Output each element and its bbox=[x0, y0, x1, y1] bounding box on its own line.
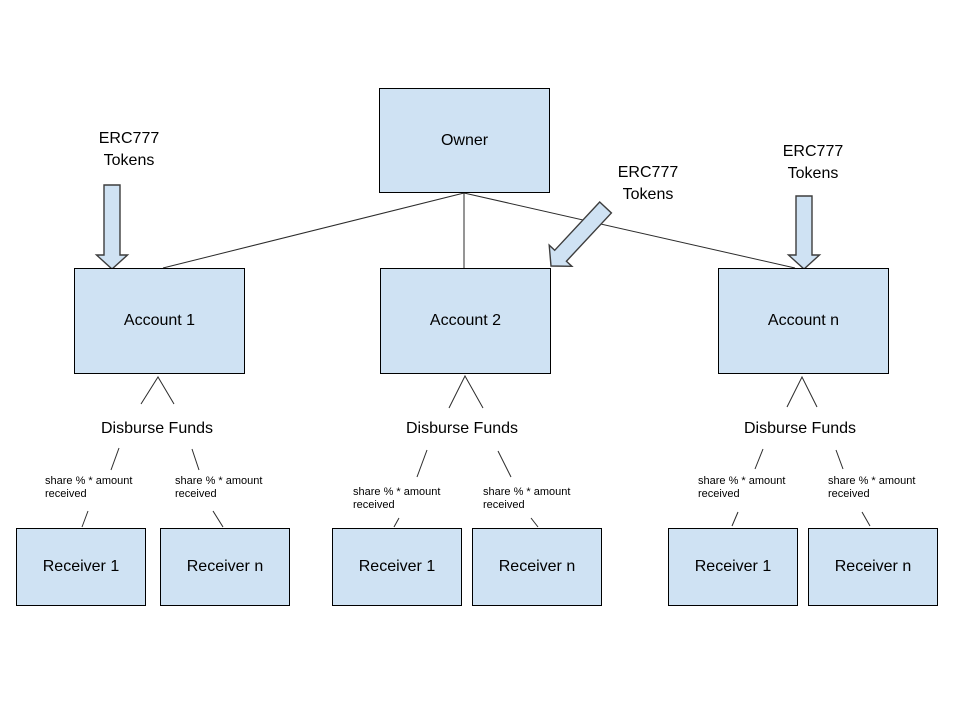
connector-disburse-share bbox=[835, 449, 844, 470]
connector-disburse-share bbox=[191, 448, 200, 471]
token-flow-arrow-left-icon bbox=[94, 184, 130, 270]
token-flow-arrow-right-icon bbox=[786, 195, 822, 270]
receiver-n-label: Receiver n bbox=[186, 558, 264, 575]
receiver-1-label: Receiver 1 bbox=[694, 558, 772, 575]
connector-owner-account1 bbox=[162, 192, 465, 269]
share-formula-label: share % * amount received bbox=[45, 475, 133, 500]
erc777-tokens-label-left: ERC777 Tokens bbox=[99, 128, 159, 172]
erc777-line2: Tokens bbox=[787, 165, 839, 182]
up-arrowhead-icon bbox=[786, 375, 818, 408]
erc777-line2: Tokens bbox=[622, 186, 674, 203]
erc777-tokens-label-middle: ERC777 Tokens bbox=[618, 162, 678, 206]
account-2-box: Account 2 bbox=[380, 268, 551, 374]
erc777-line1: ERC777 bbox=[617, 164, 679, 181]
receiver-1-box: Receiver 1 bbox=[668, 528, 798, 606]
account-1-box: Account 1 bbox=[74, 268, 245, 374]
account-2-label: Account 2 bbox=[429, 312, 502, 329]
connector-share-receiver bbox=[530, 517, 539, 528]
account-n-label: Account n bbox=[767, 312, 840, 329]
disburse-funds-label-3: Disburse Funds bbox=[743, 420, 857, 437]
disburse-funds-label-2: Disburse Funds bbox=[405, 420, 519, 437]
owner-box: Owner bbox=[379, 88, 550, 193]
erc777-line2: Tokens bbox=[103, 152, 155, 169]
erc777-line1: ERC777 bbox=[782, 143, 844, 160]
token-flow-arrow-middle-icon bbox=[548, 201, 613, 268]
share-formula-label: share % * amount received bbox=[353, 486, 441, 511]
receiver-1-box: Receiver 1 bbox=[16, 528, 146, 606]
connector-share-receiver bbox=[81, 510, 89, 528]
receiver-n-label: Receiver n bbox=[834, 558, 912, 575]
share-formula-label: share % * amount received bbox=[175, 475, 263, 500]
connector-disburse-share bbox=[416, 449, 428, 478]
receiver-1-label: Receiver 1 bbox=[358, 558, 436, 575]
account-n-box: Account n bbox=[718, 268, 889, 374]
receiver-n-box: Receiver n bbox=[160, 528, 290, 606]
owner-label: Owner bbox=[440, 131, 489, 149]
erc777-tokens-label-right: ERC777 Tokens bbox=[783, 141, 843, 185]
receiver-n-box: Receiver n bbox=[808, 528, 938, 606]
connector-owner-accountn bbox=[463, 192, 796, 269]
connector-share-receiver bbox=[212, 510, 224, 528]
disburse-funds-label-1: Disburse Funds bbox=[100, 420, 214, 437]
share-formula-label: share % * amount received bbox=[828, 475, 916, 500]
connector-disburse-share bbox=[110, 447, 120, 471]
share-formula-label: share % * amount received bbox=[698, 475, 786, 500]
connector-disburse-share bbox=[497, 450, 512, 478]
erc777-line1: ERC777 bbox=[98, 130, 160, 147]
receiver-1-box: Receiver 1 bbox=[332, 528, 462, 606]
connector-disburse-share bbox=[754, 448, 764, 470]
receiver-1-label: Receiver 1 bbox=[42, 558, 120, 575]
account-1-label: Account 1 bbox=[123, 312, 196, 329]
receiver-n-label: Receiver n bbox=[498, 558, 576, 575]
share-formula-label: share % * amount received bbox=[483, 486, 571, 511]
receiver-n-box: Receiver n bbox=[472, 528, 602, 606]
connector-share-receiver bbox=[731, 511, 739, 527]
up-arrowhead-icon bbox=[140, 376, 175, 405]
connector-share-receiver bbox=[393, 517, 400, 528]
connector-share-receiver bbox=[861, 511, 871, 527]
up-arrowhead-icon bbox=[448, 374, 484, 409]
